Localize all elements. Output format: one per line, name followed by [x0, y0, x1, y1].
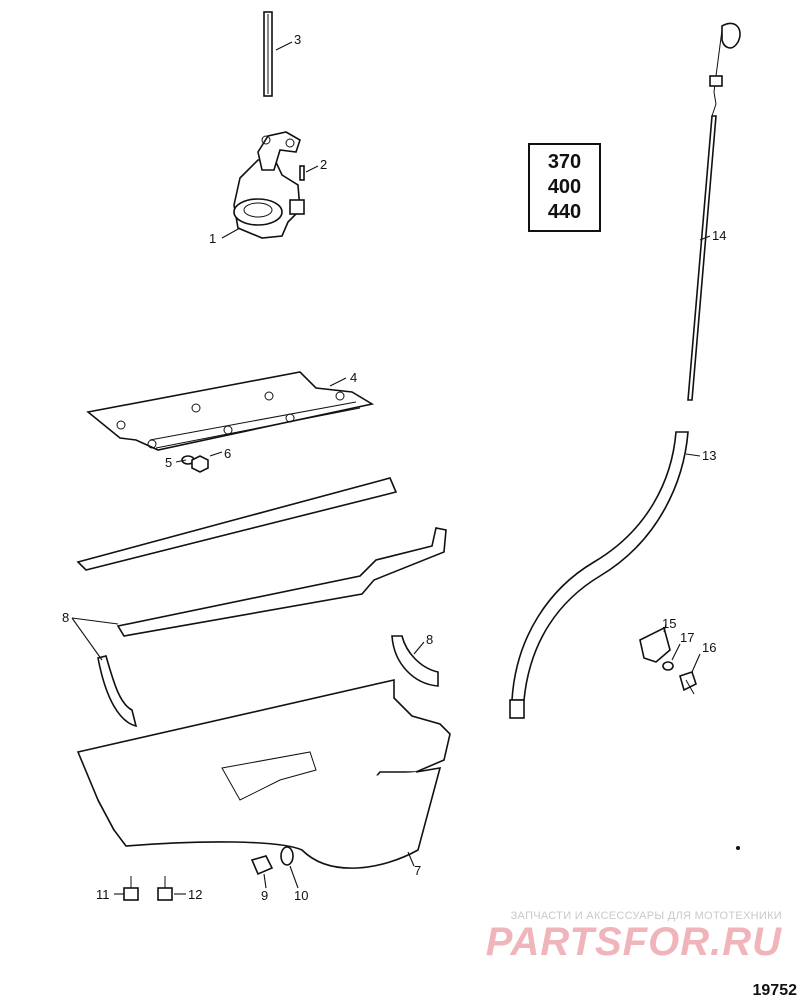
part-13-dipstick-tube: [509, 431, 689, 719]
callout-16: 16: [702, 640, 716, 655]
model-applicability-box: 370 400 440: [528, 143, 601, 232]
part-10-washer: [280, 846, 294, 866]
callout-5: 5: [165, 455, 172, 470]
part-2-pin: [299, 165, 305, 181]
part-4-baffle: [86, 371, 375, 451]
part-8-gasket-upper: [76, 477, 447, 637]
part-16-bolt: [679, 670, 697, 695]
callout-12: 12: [188, 887, 202, 902]
callout-8-right: 8: [426, 632, 433, 647]
part-8-seal-right: [391, 635, 439, 687]
part-14-dipstick: [687, 22, 741, 401]
part-7-oil-pan: [76, 678, 451, 869]
callout-3: 3: [294, 32, 301, 47]
part-9-bolt: [250, 855, 274, 876]
callout-4: 4: [350, 370, 357, 385]
leader-lines: [71, 41, 711, 895]
callout-8-left: 8: [62, 610, 69, 625]
callout-9: 9: [261, 888, 268, 903]
callout-17: 17: [680, 630, 694, 645]
callout-1: 1: [209, 231, 216, 246]
callout-6: 6: [224, 446, 231, 461]
part-15-clip: [639, 626, 671, 663]
callout-14: 14: [712, 228, 726, 243]
part-12-bolt: [157, 876, 173, 901]
part-17-washer: [662, 661, 674, 671]
callout-13: 13: [702, 448, 716, 463]
model-440: 440: [547, 201, 582, 223]
part-11-bolt: [123, 876, 139, 901]
part-1-oil-pump: [233, 131, 305, 239]
watermark-logo: PARTSFOR.RU: [485, 920, 782, 964]
part-8-seal-left: [97, 655, 138, 728]
callout-2: 2: [320, 157, 327, 172]
stray-mark: [736, 846, 740, 850]
callout-7: 7: [414, 863, 421, 878]
model-370: 370: [547, 151, 582, 173]
callout-11: 11: [96, 887, 110, 902]
callout-15: 15: [662, 616, 676, 631]
watermark: ЗАПЧАСТИ И АКСЕССУАРЫ ДЛЯ МОТОТЕХНИКИ PA…: [486, 910, 782, 962]
part-3-shaft: [263, 11, 273, 97]
part-6-nut: [191, 455, 209, 473]
model-400: 400: [547, 176, 582, 198]
callout-10: 10: [294, 888, 308, 903]
drawing-number: 19752: [752, 982, 798, 999]
watermark-tagline: ЗАПЧАСТИ И АКСЕССУАРЫ ДЛЯ МОТОТЕХНИКИ: [510, 910, 782, 922]
